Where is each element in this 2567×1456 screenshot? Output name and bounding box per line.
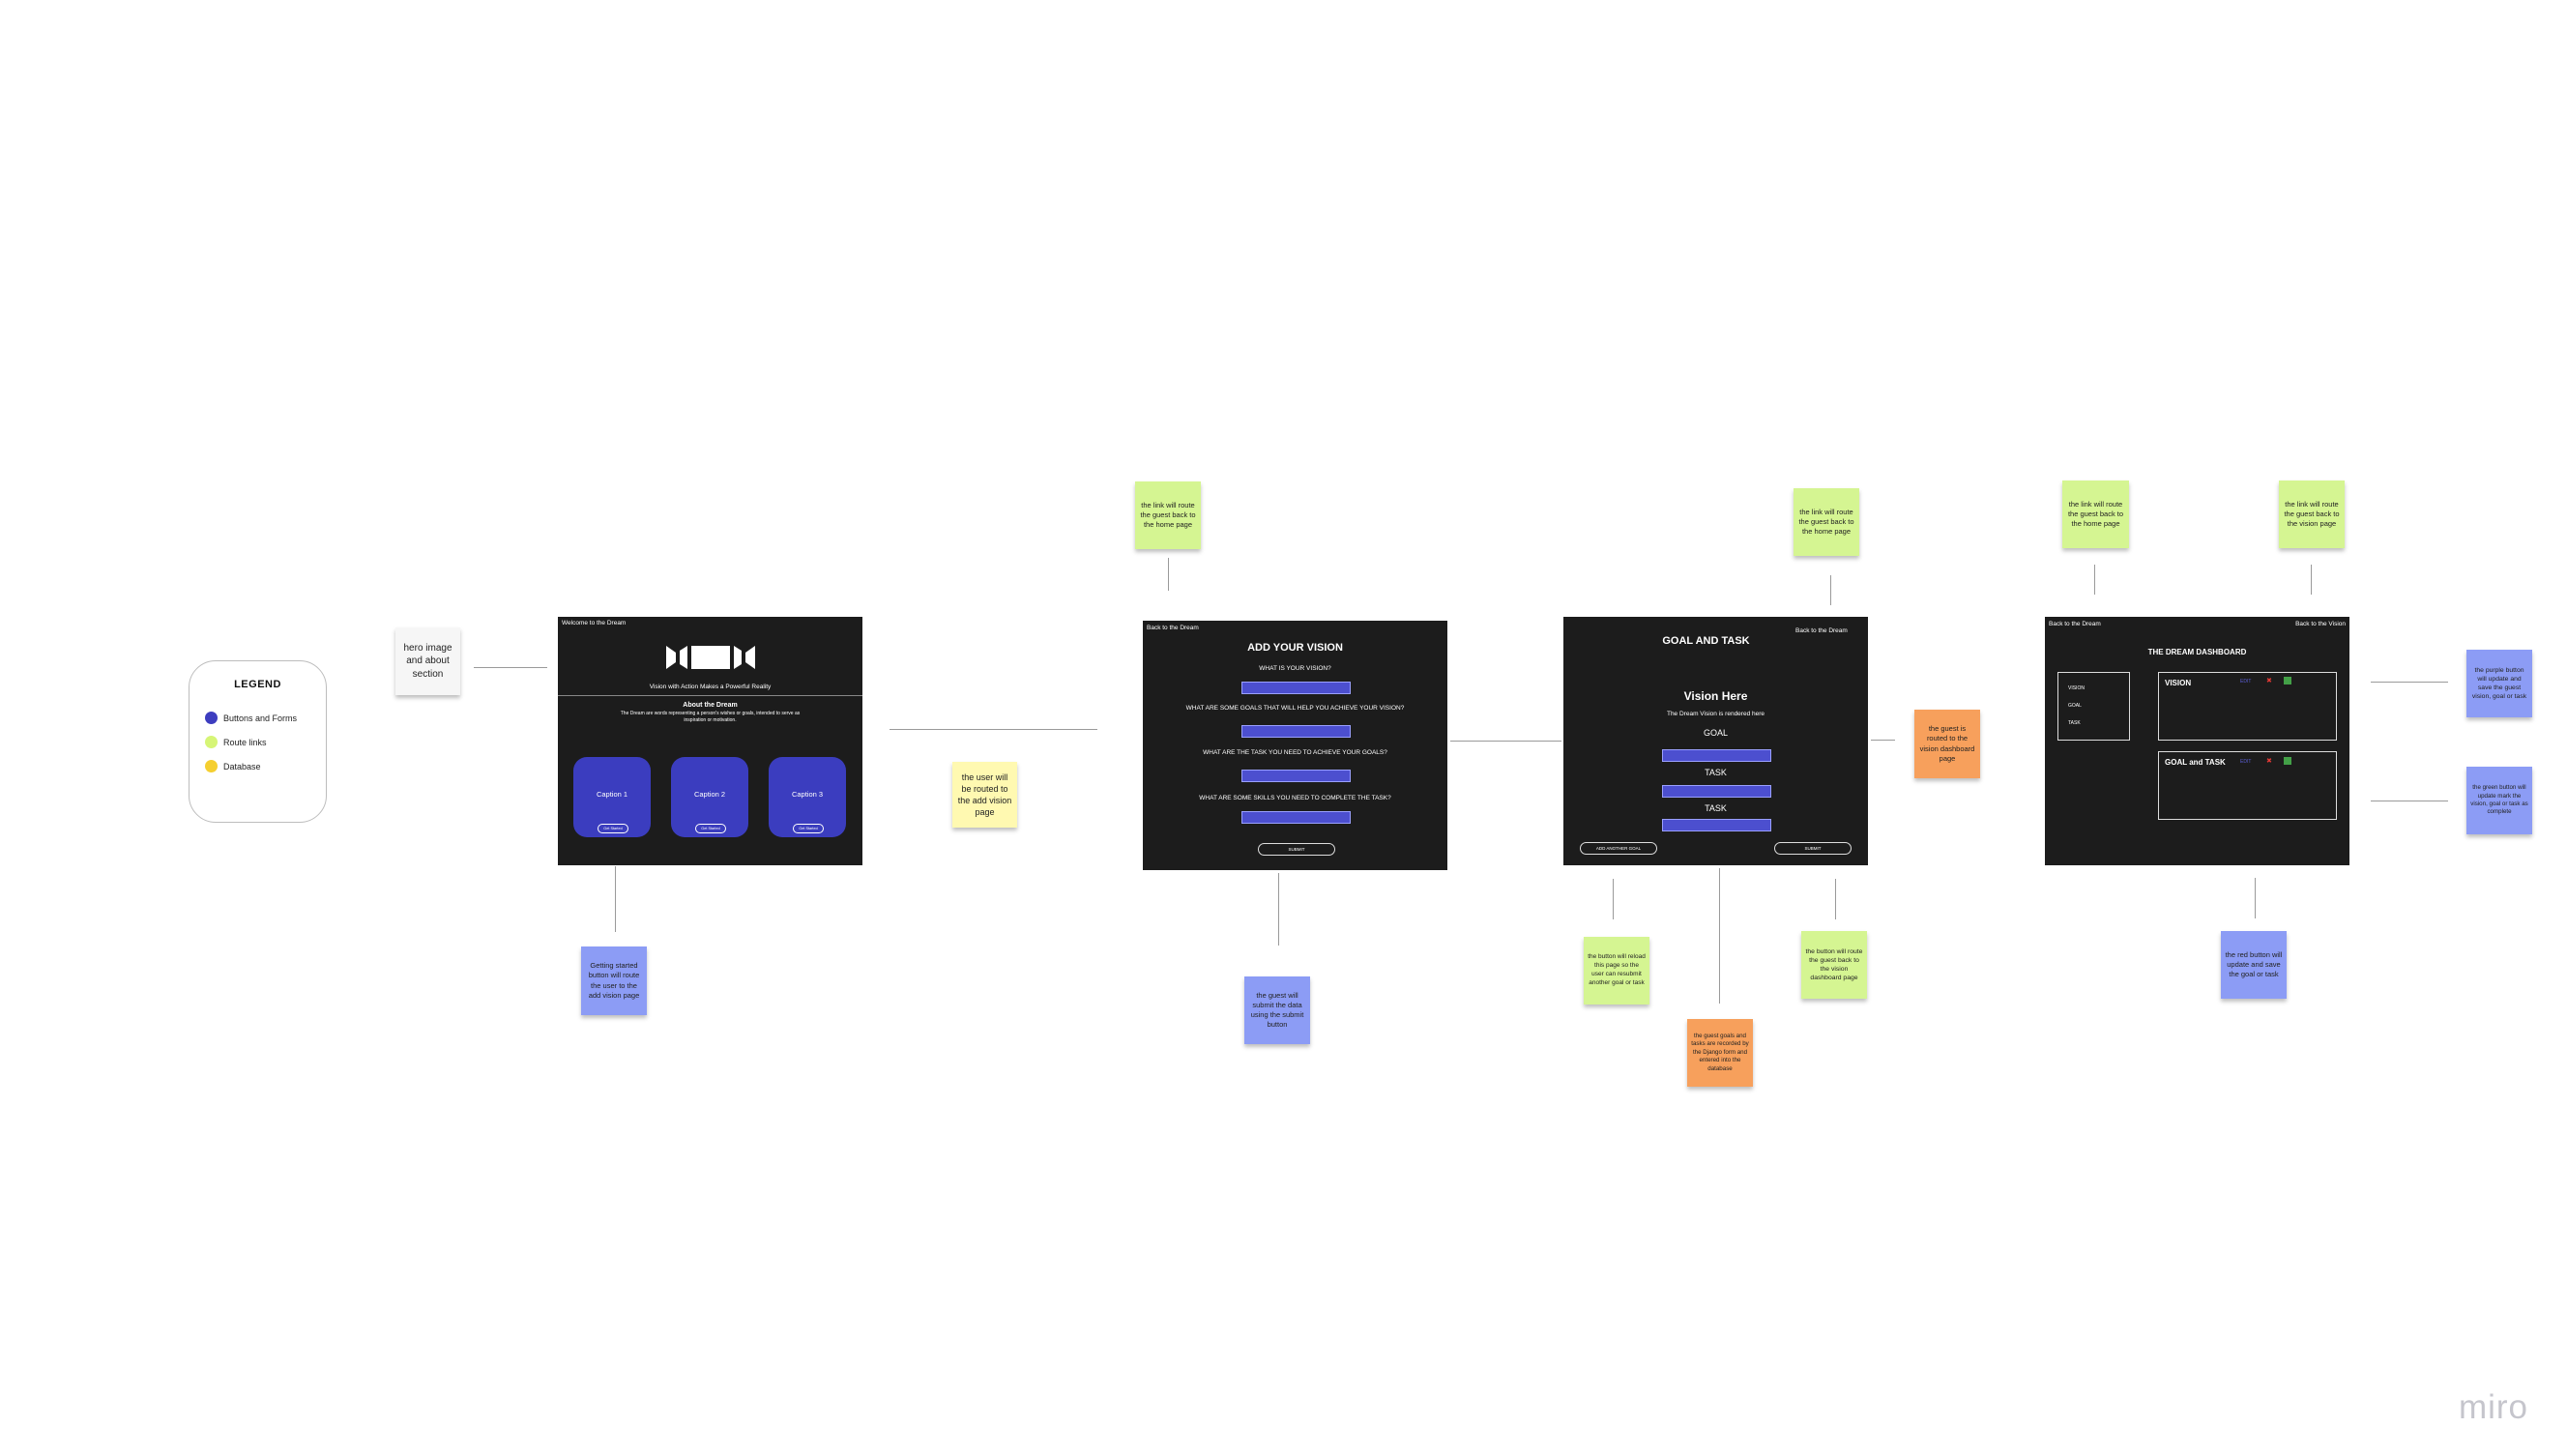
- hero-logo-icon: [666, 646, 755, 669]
- sticky-note-hero[interactable]: hero image and about section: [395, 627, 460, 695]
- delete-icon[interactable]: ✖: [2266, 758, 2272, 765]
- vision-rendered-text: The Dream Vision is rendered here: [1666, 711, 1765, 717]
- caption-card: Caption 2 Get Started: [671, 757, 748, 837]
- nav-back-dream-link[interactable]: Back to the Dream: [1795, 627, 1848, 634]
- panel-title: GOAL and TASK: [2165, 758, 2226, 767]
- sticky-note-link-vision[interactable]: the link will route the guest back to th…: [2279, 480, 2345, 548]
- edit-button[interactable]: EDIT: [2240, 679, 2252, 684]
- goal-task-panel: GOAL and TASK EDIT ✖: [2158, 751, 2337, 820]
- sticky-note-green-complete[interactable]: the green button will update mark the vi…: [2466, 767, 2532, 834]
- complete-icon[interactable]: [2284, 757, 2291, 765]
- connector: [1835, 879, 1836, 919]
- question-label: WHAT ARE SOME SKILLS YOU NEED TO COMPLET…: [1199, 795, 1391, 801]
- sticky-note-submit-data[interactable]: the guest will submit the data using the…: [1244, 976, 1310, 1044]
- sticky-note-routed-dashboard[interactable]: the guest is routed to the vision dashbo…: [1914, 710, 1980, 778]
- sidebar-item-goal[interactable]: GOAL: [2068, 703, 2082, 709]
- legend-item-database: Database: [205, 760, 261, 772]
- task-input[interactable]: [1662, 819, 1771, 831]
- nav-home-link[interactable]: Welcome to the Dream: [562, 620, 627, 626]
- goal-task-frame: Back to the Dream GOAL AND TASK Vision H…: [1563, 617, 1868, 865]
- task-input[interactable]: [1662, 785, 1771, 798]
- connector: [2371, 682, 2448, 683]
- connector: [474, 667, 547, 668]
- sticky-note-link-home[interactable]: the link will route the guest back to th…: [1135, 481, 1201, 549]
- sticky-note-link-home[interactable]: the link will route the guest back to th…: [1794, 488, 1859, 556]
- vision-panel: VISION EDIT ✖: [2158, 672, 2337, 741]
- submit-button[interactable]: SUBMIT: [1258, 843, 1335, 856]
- skills-input[interactable]: [1241, 811, 1351, 824]
- add-vision-frame: Back to the Dream ADD YOUR VISION WHAT I…: [1143, 621, 1447, 870]
- get-started-button[interactable]: Get Started: [598, 824, 628, 833]
- blue-dot-icon: [205, 712, 218, 724]
- question-label: WHAT ARE THE TASK YOU NEED TO ACHIEVE YO…: [1203, 749, 1387, 756]
- about-text: The Dream are words representing a perso…: [620, 711, 801, 723]
- miro-logo: miro: [2458, 1388, 2528, 1426]
- hero-tagline: Vision with Action Makes a Powerful Real…: [649, 684, 772, 690]
- goal-input[interactable]: [1662, 749, 1771, 762]
- card-caption: Caption 3: [791, 790, 824, 799]
- sidebar: VISION GOAL TASK: [2057, 672, 2130, 741]
- dashboard-frame: Back to the Dream Back to the Vision THE…: [2045, 617, 2349, 865]
- page-title: ADD YOUR VISION: [1247, 642, 1343, 654]
- connector: [1613, 879, 1614, 919]
- sticky-note-red-delete[interactable]: the red button will update and save the …: [2221, 931, 2287, 999]
- vision-input[interactable]: [1241, 682, 1351, 694]
- caption-card: Caption 3 Get Started: [769, 757, 846, 837]
- connector: [1278, 873, 1279, 946]
- connector: [1450, 741, 1561, 742]
- nav-back-dream-link[interactable]: Back to the Dream: [1147, 625, 1199, 631]
- page-title: GOAL AND TASK: [1662, 635, 1750, 647]
- task-label: TASK: [1705, 803, 1727, 813]
- edit-button[interactable]: EDIT: [2240, 759, 2252, 765]
- sticky-note-route-dashboard[interactable]: the button will route the guest back to …: [1801, 931, 1867, 999]
- card-caption: Caption 1: [596, 790, 628, 799]
- page-title: THE DREAM DASHBOARD: [2147, 648, 2247, 656]
- sticky-note-purple-update[interactable]: the purple button will update and save t…: [2466, 650, 2532, 717]
- sticky-note-getting-started[interactable]: Getting started button will route the us…: [581, 946, 647, 1015]
- connector: [2311, 565, 2312, 595]
- tasks-input[interactable]: [1241, 770, 1351, 782]
- connector: [1719, 868, 1720, 1004]
- question-label: WHAT ARE SOME GOALS THAT WILL HELP YOU A…: [1185, 705, 1405, 712]
- legend-item-buttons: Buttons and Forms: [205, 712, 297, 724]
- sidebar-item-task[interactable]: TASK: [2068, 720, 2081, 726]
- submit-button[interactable]: SUBMIT: [1774, 842, 1852, 855]
- legend: LEGEND Buttons and Forms Route links Dat…: [189, 660, 327, 823]
- add-another-goal-button[interactable]: ADD ANOTHER GOAL: [1580, 842, 1657, 855]
- card-caption: Caption 2: [693, 790, 726, 799]
- sticky-note-link-home[interactable]: the link will route the guest back to th…: [2062, 480, 2129, 548]
- connector: [1168, 558, 1169, 591]
- legend-item-routes: Route links: [205, 736, 267, 748]
- yellow-dot-icon: [205, 760, 218, 772]
- task-label: TASK: [1705, 768, 1727, 777]
- delete-icon[interactable]: ✖: [2266, 678, 2272, 684]
- question-label: WHAT IS YOUR VISION?: [1259, 665, 1331, 672]
- hero-image: [666, 643, 755, 672]
- sidebar-item-vision[interactable]: VISION: [2068, 685, 2085, 691]
- connector: [615, 866, 616, 932]
- sticky-note-reload-page[interactable]: the button will reload this page so the …: [1584, 937, 1649, 1005]
- divider: [558, 695, 862, 696]
- about-title: About the Dream: [683, 702, 738, 709]
- connector: [2255, 878, 2256, 918]
- connector: [1830, 575, 1831, 605]
- get-started-button[interactable]: Get Started: [695, 824, 726, 833]
- green-dot-icon: [205, 736, 218, 748]
- vision-heading: Vision Here: [1683, 689, 1748, 703]
- sticky-note-recorded-db[interactable]: the guest goals and tasks are recorded b…: [1687, 1019, 1753, 1087]
- connector: [890, 729, 1097, 730]
- get-started-button[interactable]: Get Started: [793, 824, 824, 833]
- connector: [2094, 565, 2095, 595]
- nav-back-vision-link[interactable]: Back to the Vision: [2295, 621, 2346, 627]
- legend-title: LEGEND: [234, 679, 281, 690]
- goals-input[interactable]: [1241, 725, 1351, 738]
- connector: [1871, 740, 1895, 741]
- nav-back-dream-link[interactable]: Back to the Dream: [2049, 621, 2101, 627]
- caption-card: Caption 1 Get Started: [573, 757, 651, 837]
- sticky-note-routed-add-vision[interactable]: the user will be routed to the add visio…: [952, 762, 1017, 828]
- goal-label: GOAL: [1703, 728, 1728, 738]
- panel-title: VISION: [2165, 679, 2192, 687]
- complete-icon[interactable]: [2284, 677, 2291, 684]
